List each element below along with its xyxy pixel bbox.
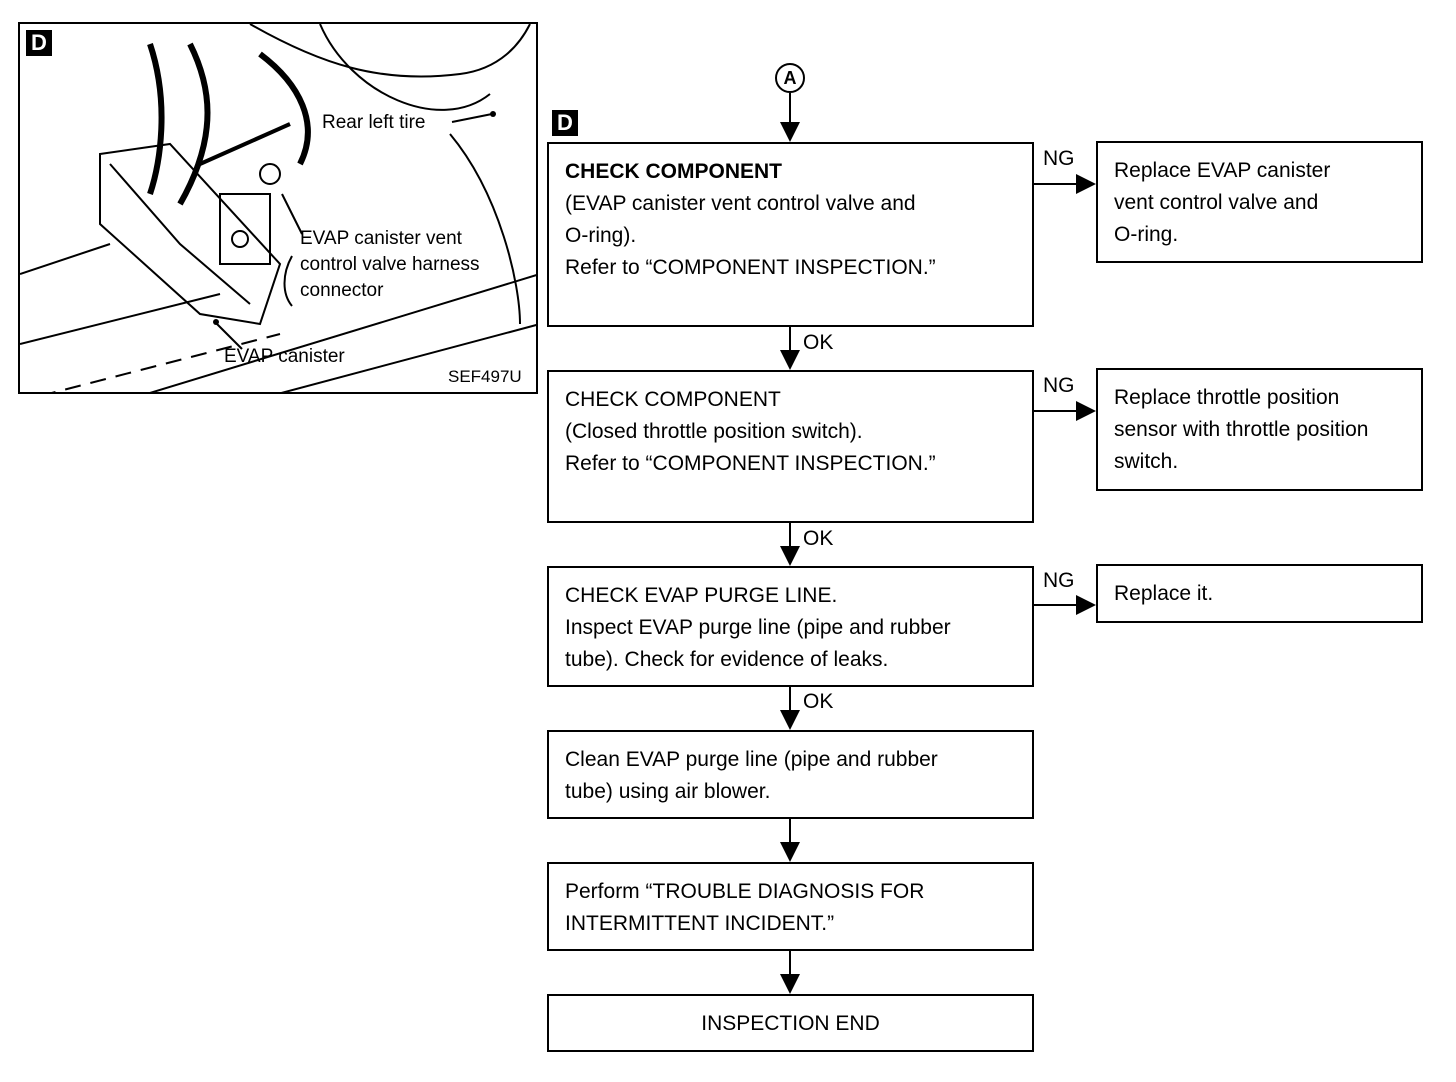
action-replace-vent-valve: Replace EVAP canister vent control valve… <box>1096 141 1423 263</box>
step-2-line-1: CHECK COMPONENT <box>565 388 781 411</box>
action-replace-it: Replace it. <box>1096 564 1423 623</box>
action-2-line-1: Replace throttle position <box>1114 386 1340 409</box>
action-1-line-3: O-ring. <box>1114 223 1179 246</box>
step-2-line-2: (Closed throttle position switch). <box>565 420 863 443</box>
step-2-ok-label: OK <box>803 527 834 550</box>
flow-tag-d: D <box>552 110 578 136</box>
step-1-ng-label: NG <box>1043 147 1075 170</box>
callout-vent-valve-line2: control valve harness <box>300 254 480 275</box>
callout-rear-left-tire: Rear left tire <box>322 112 426 133</box>
callout-vent-valve-line1: EVAP canister vent <box>300 228 462 249</box>
step-3-ng-label: NG <box>1043 569 1075 592</box>
step-check-vent-valve: CHECK COMPONENT (EVAP canister vent cont… <box>547 142 1034 327</box>
start-connector-a: A <box>775 63 805 93</box>
figure-code: SEF497U <box>448 367 522 386</box>
step-trouble-diagnosis: Perform “TROUBLE DIAGNOSIS FOR INTERMITT… <box>547 862 1034 951</box>
action-1-line-2: vent control valve and <box>1114 191 1319 214</box>
inspection-end-box: INSPECTION END <box>547 994 1034 1052</box>
step-clean-purge-line: Clean EVAP purge line (pipe and rubber t… <box>547 730 1034 819</box>
step-1-ok-label: OK <box>803 331 834 354</box>
action-1-line-1: Replace EVAP canister <box>1114 159 1331 182</box>
action-2-line-2: sensor with throttle position <box>1114 418 1369 441</box>
component-location-illustration: D Rear left tire EVAP canister vent cont… <box>18 22 538 394</box>
illustration-tag-d: D <box>26 30 52 56</box>
step-1-line-1: CHECK COMPONENT <box>565 160 783 183</box>
callout-evap-canister: EVAP canister <box>224 346 345 367</box>
step-1-line-4: Refer to “COMPONENT INSPECTION.” <box>565 256 936 279</box>
step-5-line-2: INTERMITTENT INCIDENT.” <box>565 912 835 935</box>
step-check-purge-line: CHECK EVAP PURGE LINE. Inspect EVAP purg… <box>547 566 1034 687</box>
step-2-ng-label: NG <box>1043 374 1075 397</box>
step-4-line-1: Clean EVAP purge line (pipe and rubber <box>565 748 938 771</box>
action-3-line-1: Replace it. <box>1114 582 1214 605</box>
step-3-line-2: Inspect EVAP purge line (pipe and rubber <box>565 616 951 639</box>
action-2-line-3: switch. <box>1114 450 1179 473</box>
step-3-line-3: tube). Check for evidence of leaks. <box>565 648 889 671</box>
step-1-line-2: (EVAP canister vent control valve and <box>565 192 916 215</box>
inspection-end-label: INSPECTION END <box>701 1012 880 1035</box>
step-3-ok-label: OK <box>803 690 834 713</box>
step-4-line-2: tube) using air blower. <box>565 780 771 803</box>
callout-vent-valve-line3: connector <box>300 280 384 301</box>
step-2-line-3: Refer to “COMPONENT INSPECTION.” <box>565 452 936 475</box>
action-replace-throttle-sensor: Replace throttle position sensor with th… <box>1096 368 1423 491</box>
step-1-line-3: O-ring). <box>565 224 637 247</box>
step-5-line-1: Perform “TROUBLE DIAGNOSIS FOR <box>565 880 925 903</box>
step-check-throttle-switch: CHECK COMPONENT (Closed throttle positio… <box>547 370 1034 523</box>
evap-canister-drawing <box>20 24 536 392</box>
step-3-line-1: CHECK EVAP PURGE LINE. <box>565 584 838 607</box>
